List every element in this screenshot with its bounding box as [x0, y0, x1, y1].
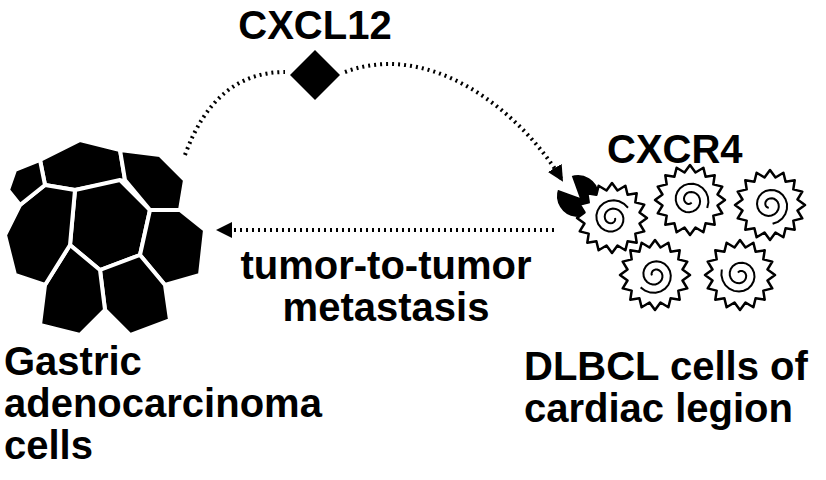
chemokine-node: CXCL12	[235, 0, 395, 46]
dotted-connector	[218, 228, 554, 232]
nucleus-spiral	[596, 200, 628, 231]
lymphoma-cell	[577, 183, 647, 253]
lymphoma-node: DLBCL cells of cardiac legion	[524, 170, 820, 429]
node-label: Gastric adenocarcinoma cells	[0, 340, 360, 466]
lymphoma-cell	[655, 165, 725, 235]
illustration	[524, 170, 820, 340]
tumor-cell	[8, 160, 45, 205]
node-label: CXCL12	[235, 4, 395, 46]
illustration	[0, 135, 215, 340]
nucleus-spiral	[757, 190, 787, 224]
edge-label: tumor-to-tumor metastasis	[226, 244, 546, 328]
node-label: CXCR4	[545, 128, 775, 170]
dotted-connector	[185, 72, 285, 155]
node-label: DLBCL cells of cardiac legion	[524, 345, 820, 429]
nucleus-spiral	[676, 184, 709, 213]
lymphoma-cell	[735, 170, 805, 240]
lymphoma-cell	[705, 240, 775, 310]
tumor-cell	[120, 150, 185, 210]
tumor-cell	[100, 255, 170, 335]
nucleus-spiral	[721, 263, 754, 292]
lymphoma-cell	[620, 240, 690, 310]
receptor-node: CXCR4	[545, 128, 775, 170]
dotted-connector	[345, 64, 562, 180]
illustration	[235, 50, 395, 100]
chemokine-diamond	[290, 50, 340, 100]
nucleus-spiral	[641, 261, 671, 293]
